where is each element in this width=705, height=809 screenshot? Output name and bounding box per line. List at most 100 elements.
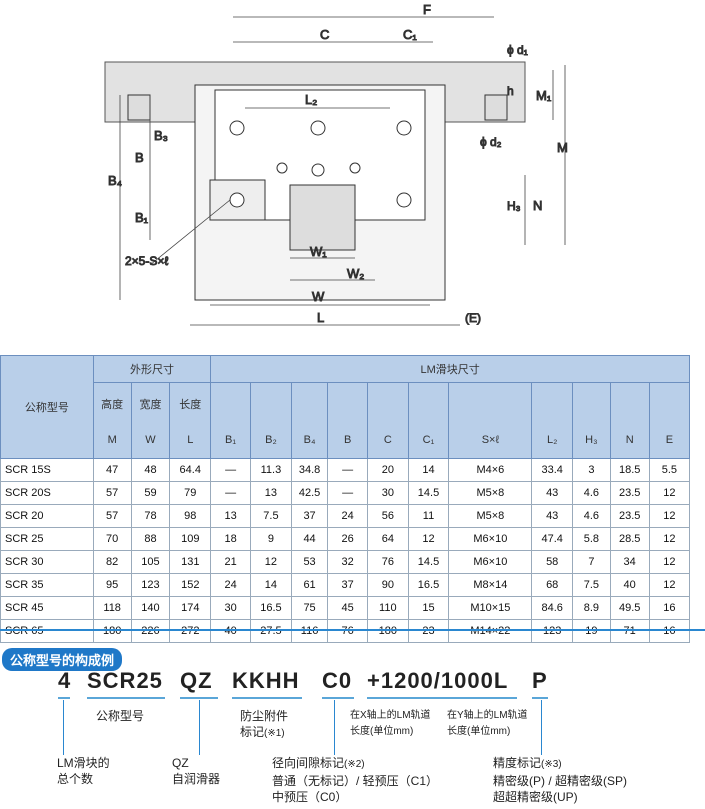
value-cell: —: [327, 458, 369, 482]
value-cell: 13: [210, 504, 251, 528]
value-cell: 5.8: [572, 527, 611, 551]
value-cell: 7: [572, 550, 611, 574]
value-cell: 21: [210, 550, 251, 574]
model-cell: SCR 20: [0, 504, 94, 528]
value-cell: 109: [169, 527, 212, 551]
value-cell: M6×10: [448, 550, 533, 574]
value-cell: 45: [327, 596, 369, 620]
model-cell: SCR 20S: [0, 481, 94, 505]
value-cell: 140: [130, 596, 171, 620]
code-underline: [87, 697, 165, 699]
value-cell: 14: [407, 458, 450, 482]
group-block: LM滑块尺寸: [210, 355, 690, 383]
value-cell: 47.4: [531, 527, 574, 551]
value-cell: 12: [648, 527, 691, 551]
model-cell: SCR 45: [0, 596, 94, 620]
value-cell: 116: [290, 619, 329, 643]
code-part-6: P: [532, 668, 548, 693]
value-cell: —: [210, 481, 251, 505]
col-header-11: H₃: [572, 382, 611, 459]
value-cell: 82: [92, 550, 132, 574]
dim-C: C: [320, 27, 329, 42]
value-cell: 5.5: [648, 458, 691, 482]
code-part-0: 4: [58, 668, 72, 693]
value-cell: 12: [648, 550, 691, 574]
value-cell: 33.4: [531, 458, 574, 482]
value-cell: 16.5: [249, 596, 292, 620]
value-cell: —: [210, 458, 251, 482]
value-cell: 40: [210, 619, 251, 643]
value-cell: 23.5: [609, 481, 650, 505]
dim-E: (E): [465, 311, 481, 325]
value-cell: 11: [407, 504, 450, 528]
value-cell: 84.6: [531, 596, 574, 620]
code-part-1: SCR25: [87, 668, 163, 693]
col-header-9: S×ℓ: [448, 382, 533, 459]
value-cell: 48: [130, 458, 171, 482]
value-cell: 16.5: [407, 573, 450, 597]
dim-B: B: [135, 150, 144, 165]
value-cell: 75: [290, 596, 329, 620]
value-cell: 28.5: [609, 527, 650, 551]
value-cell: 32: [327, 550, 369, 574]
value-cell: 4.6: [572, 481, 611, 505]
value-cell: 15: [407, 596, 450, 620]
value-cell: M14×22: [448, 619, 533, 643]
label-count: LM滑块的总个数: [57, 756, 110, 786]
value-cell: 76: [367, 550, 409, 574]
value-cell: 11.3: [249, 458, 292, 482]
value-cell: 12: [407, 527, 450, 551]
value-cell: 3: [572, 458, 611, 482]
technical-drawing: F C C₁ ϕ d₁ h M₁ ϕ d₂ M L₂ B₃ B B₄ B₁ H₃…: [104, 2, 568, 326]
dim-L: L: [317, 310, 324, 325]
value-cell: 95: [92, 573, 132, 597]
value-cell: 13: [249, 481, 292, 505]
value-cell: 123: [130, 573, 171, 597]
dim-h: h: [507, 84, 514, 98]
value-cell: 59: [130, 481, 171, 505]
model-cell: SCR 30: [0, 550, 94, 574]
value-cell: 105: [130, 550, 171, 574]
value-cell: 53: [290, 550, 329, 574]
code-part-4: C0: [322, 668, 353, 693]
value-cell: 12: [648, 504, 691, 528]
value-cell: 7.5: [572, 573, 611, 597]
value-cell: 70: [92, 527, 132, 551]
col-header-6: B: [327, 382, 369, 459]
value-cell: 16: [648, 596, 691, 620]
value-cell: 37: [290, 504, 329, 528]
value-cell: 14: [249, 573, 292, 597]
code-underline: [232, 697, 302, 699]
value-cell: 30: [367, 481, 409, 505]
value-cell: 12: [648, 573, 691, 597]
col-header-3: B₁: [210, 382, 251, 459]
code-part-3: KKHH: [232, 668, 300, 693]
value-cell: 68: [531, 573, 574, 597]
value-cell: 20: [367, 458, 409, 482]
value-cell: M10×15: [448, 596, 533, 620]
value-cell: M5×8: [448, 504, 533, 528]
code-underline: [367, 697, 517, 699]
value-cell: 71: [609, 619, 650, 643]
code-underline: [180, 697, 218, 699]
value-cell: 24: [210, 573, 251, 597]
value-cell: 272: [169, 619, 212, 643]
value-cell: 57: [92, 504, 132, 528]
col-header-5: B₄: [290, 382, 329, 459]
value-cell: 24: [327, 504, 369, 528]
value-cell: 16: [648, 619, 691, 643]
value-cell: 152: [169, 573, 212, 597]
dim-d2: ϕ d₂: [480, 135, 502, 149]
value-cell: 40: [609, 573, 650, 597]
value-cell: 30: [210, 596, 251, 620]
